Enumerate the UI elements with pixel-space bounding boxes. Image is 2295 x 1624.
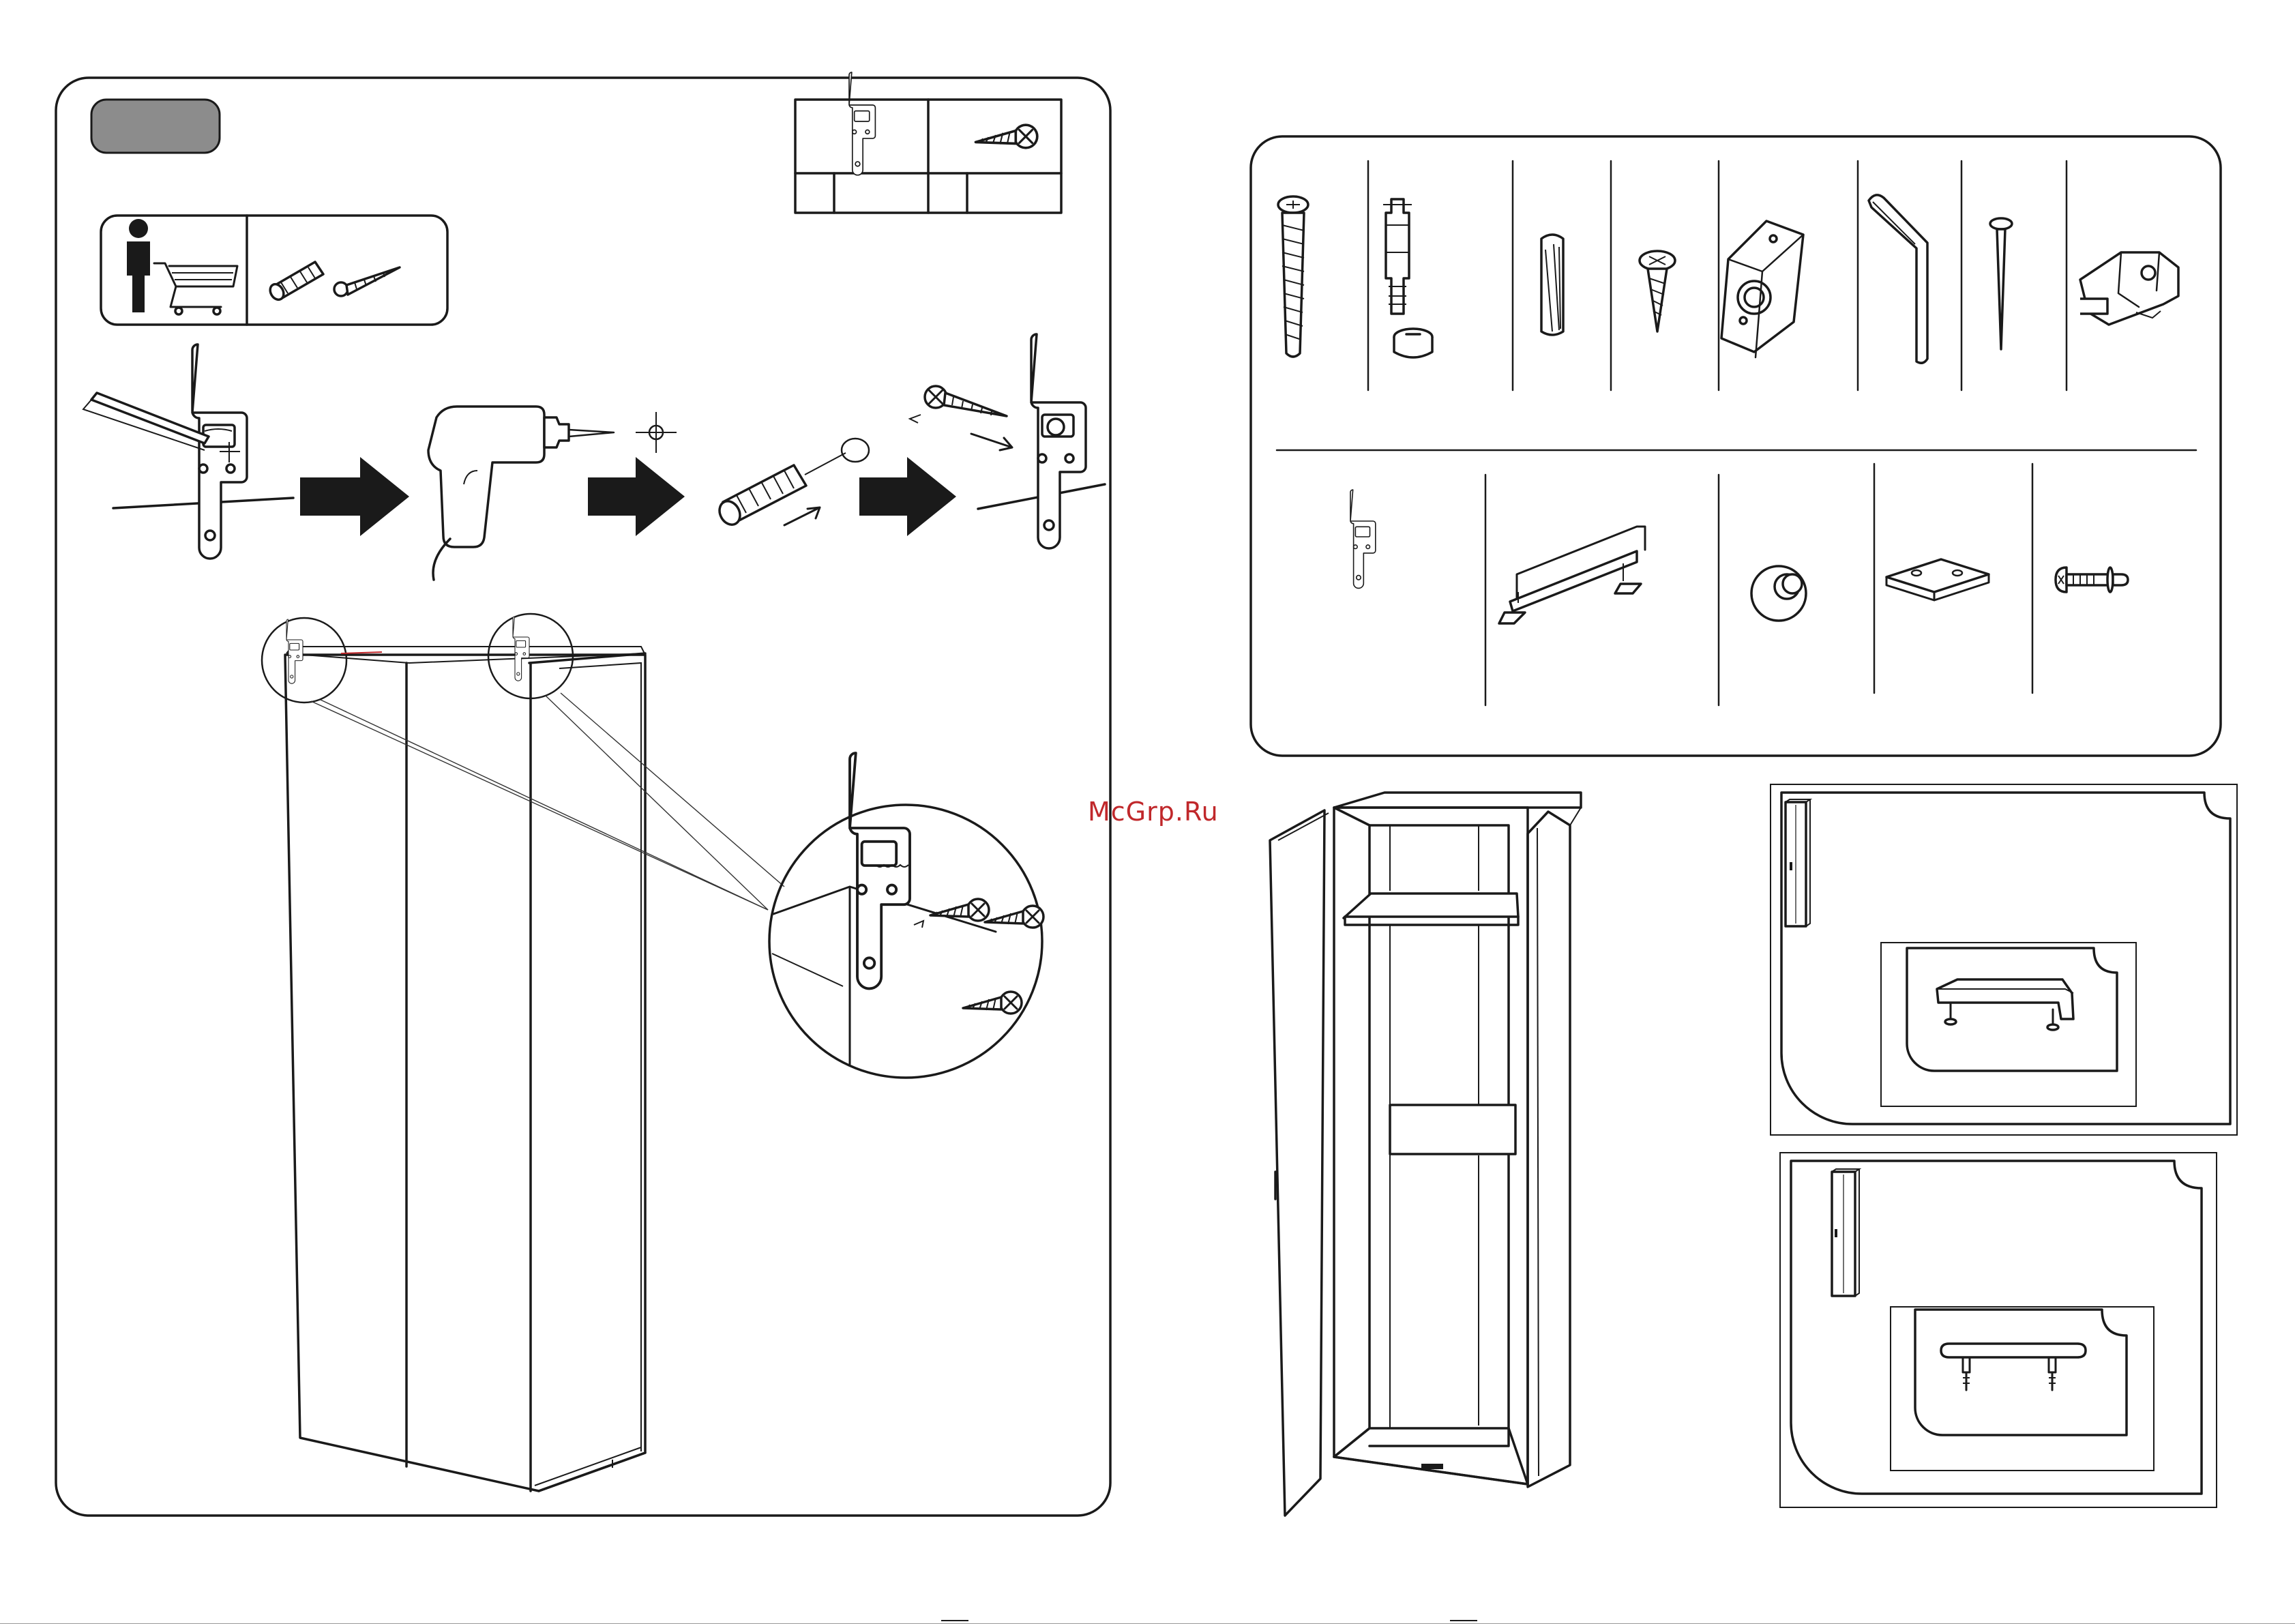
crop-marks	[0, 1621, 2295, 1624]
parts-table	[795, 72, 1061, 213]
wall-bracket-icon	[1350, 490, 1376, 588]
watermark: McGrp.Ru	[1088, 797, 1219, 827]
screw-icon	[976, 125, 1037, 148]
parts-panel	[1251, 136, 2221, 756]
connector-plate-icon	[1886, 559, 1989, 600]
hinge-base-plate-icon	[1721, 221, 1803, 357]
open-cabinet-illustration	[1270, 793, 1581, 1516]
allen-key-icon	[1869, 195, 1927, 363]
closed-cabinet-illustration	[262, 614, 784, 1491]
cam-bolt-and-lock-icon	[1383, 199, 1432, 357]
bracket-detail-magnifier-icon	[769, 753, 1043, 1078]
bracket-marking-pencil-icon	[83, 344, 293, 559]
concealed-hinge-icon	[2080, 252, 2178, 325]
bracket-screwed-to-wall-icon	[910, 334, 1105, 548]
dowel-and-screw-icon	[267, 262, 400, 302]
bar-handle-icon	[1937, 979, 2073, 1030]
arrow-icon	[588, 457, 685, 536]
person-with-cart-icon	[127, 219, 237, 314]
step-badge	[91, 100, 220, 153]
wooden-dowel-icon	[1541, 235, 1563, 335]
arrow-icon	[300, 457, 409, 536]
requirements-box	[101, 216, 447, 325]
rod-handle-icon	[1941, 1344, 2086, 1390]
wood-screw-icon	[1640, 251, 1675, 331]
door-knob-icon	[1751, 566, 1806, 621]
arrow-icon	[859, 457, 956, 536]
left-panel	[56, 72, 1110, 1516]
handle-bolt-icon	[2056, 567, 2128, 592]
handle-option-2	[1780, 1153, 2217, 1507]
handle-option-1	[1771, 784, 2237, 1135]
shelf-rail-icon	[1499, 527, 1645, 623]
wall-plug-insert-icon	[715, 439, 869, 528]
nail-icon	[1990, 218, 2012, 349]
bracket-icon	[849, 72, 875, 175]
mounting-steps	[83, 334, 1105, 580]
wall-plug-screw-icon	[1278, 196, 1308, 357]
